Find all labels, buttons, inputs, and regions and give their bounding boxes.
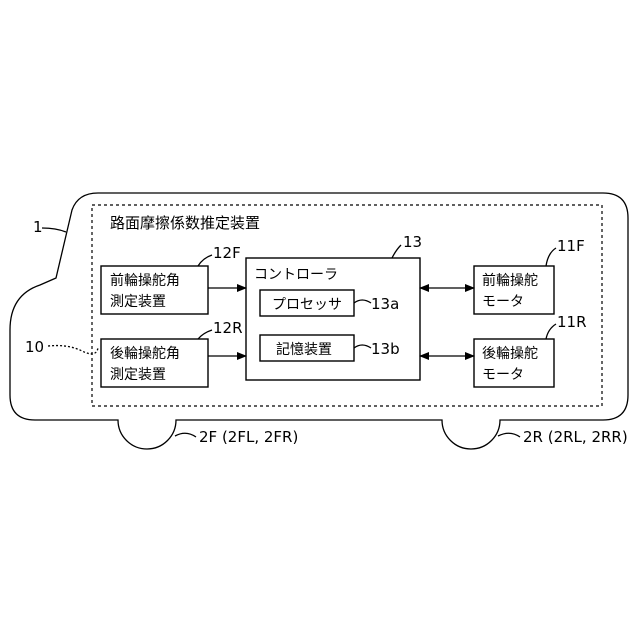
memory-label: 記憶装置 — [276, 341, 332, 358]
front-sensor-ref-leader — [198, 255, 212, 266]
rear-sensor-ref: 12R — [213, 319, 243, 337]
front-sensor-ref: 12F — [213, 244, 241, 262]
rear-motor-label-line1: 後輪操舵 — [482, 345, 538, 362]
front-wheel-ref: 2F (2FL, 2FR) — [199, 428, 298, 446]
processor-label: プロセッサ — [272, 297, 342, 313]
rear-sensor-ref-leader — [198, 330, 212, 339]
memory-ref: 13b — [371, 340, 400, 358]
front-sensor-label-line2: 測定装置 — [110, 294, 166, 310]
system-ref-label: 10 — [25, 338, 44, 356]
vehicle-ref-leader — [42, 228, 66, 232]
rear-motor-label-line2: モータ — [482, 367, 524, 383]
rear-wheel-ref: 2R (2RL, 2RR) — [523, 428, 628, 446]
system-title: 路面摩擦係数推定装置 — [110, 214, 260, 232]
system-ref-leader — [48, 346, 98, 354]
rear-sensor-label-line2: 測定装置 — [110, 367, 166, 383]
controller-ref: 13 — [403, 233, 422, 251]
front-wheel-ref-leader — [175, 433, 196, 437]
vehicle-ref-label: 1 — [33, 218, 43, 236]
front-motor-ref: 11F — [557, 237, 585, 255]
front-motor-label-line1: 前輪操舵 — [482, 272, 538, 289]
rear-motor-ref-leader — [546, 324, 556, 339]
rear-sensor-label-line1: 後輪操舵角 — [110, 345, 180, 362]
front-motor-label-line2: モータ — [482, 294, 524, 310]
controller-title: コントローラ — [254, 267, 338, 283]
processor-ref: 13a — [371, 295, 399, 313]
front-sensor-label-line1: 前輪操舵角 — [110, 272, 180, 289]
controller-ref-leader — [392, 245, 401, 258]
rear-motor-ref: 11R — [557, 313, 587, 331]
rear-wheel-ref-leader — [498, 433, 520, 437]
front-motor-ref-leader — [546, 248, 556, 266]
